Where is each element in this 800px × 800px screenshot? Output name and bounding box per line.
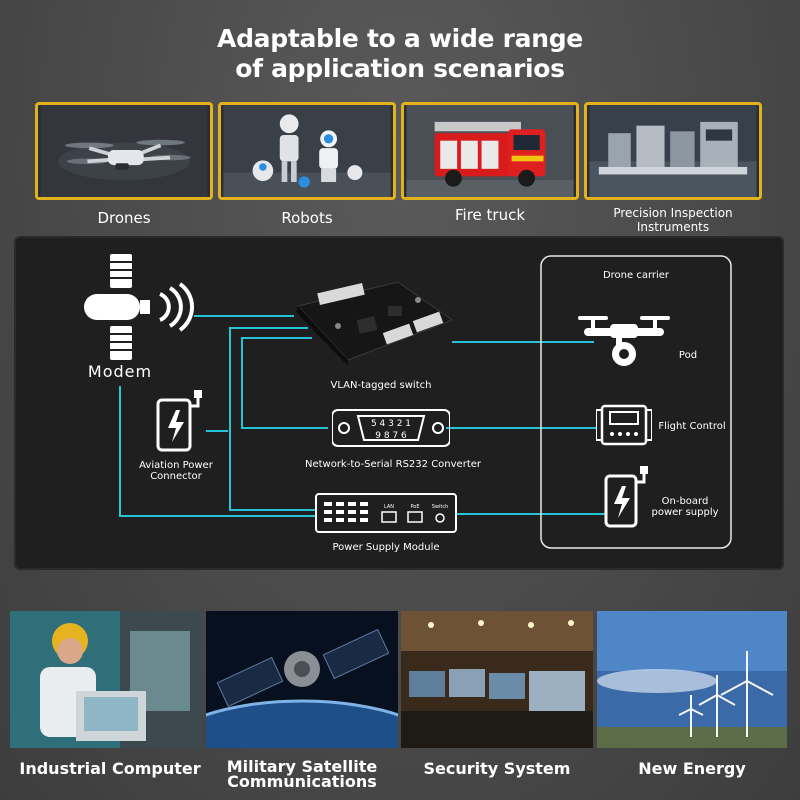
- page-title: Adaptable to a wide range of application…: [0, 24, 800, 84]
- bottom-label-security-system: Security System: [423, 759, 571, 778]
- onboard-power-supply-icon: [604, 466, 648, 528]
- scenario-label-drones: Drones: [97, 209, 151, 227]
- aviation-label-line2: Connector: [150, 471, 202, 482]
- satellite-photo: [206, 611, 398, 748]
- aviation-power-connector-icon: [156, 390, 202, 452]
- connection-diagram: Modem Aviation Power Connector VLAN-tagg…: [16, 238, 782, 568]
- psu-port-switch-label: Switch: [432, 504, 449, 510]
- bottom-label-industrial-computer: Industrial Computer: [19, 759, 201, 778]
- onboard-power-label: On-board power supply: [644, 496, 726, 518]
- scenario-label-fire-truck: Fire truck: [454, 206, 526, 224]
- new-energy-photo: [597, 611, 787, 748]
- db9-pins-top: 5 4 3 2 1: [371, 419, 411, 429]
- scenario-label-robots: Robots: [281, 209, 333, 227]
- pod-label: Pod: [678, 350, 698, 361]
- aviation-power-connector-label: Aviation Power Connector: [128, 460, 224, 482]
- robots-photo: [218, 102, 396, 200]
- db9-pins-bottom: 9 8 7 6: [375, 431, 407, 441]
- fire-truck-photo: [401, 102, 579, 200]
- flight-control-label: Flight Control: [658, 421, 726, 432]
- psu-port-lan-label: LAN: [384, 504, 394, 510]
- title-line-1: Adaptable to a wide range: [217, 24, 583, 53]
- vlan-switch-label: VLAN-tagged switch: [330, 380, 432, 391]
- scenario-label-precision-line1: Precision Inspection: [613, 206, 733, 220]
- connection-lines: [119, 255, 732, 549]
- drone-pod-icon: [578, 316, 670, 366]
- power-supply-module-label: Power Supply Module: [332, 542, 440, 553]
- power-supply-module-icon: LAN PoE Switch: [315, 493, 457, 533]
- onboard-power-line2: power supply: [651, 507, 719, 518]
- rs232-converter-icon: 5 4 3 2 1 9 8 7 6: [332, 409, 450, 447]
- aviation-label-line1: Aviation Power: [139, 460, 213, 471]
- scenario-label-precision-line2: Instruments: [636, 220, 710, 234]
- industrial-computer-photo: [10, 611, 202, 748]
- bottom-label-military-satellite: Military Satellite Communications: [206, 757, 398, 791]
- security-system-photo: [401, 611, 593, 748]
- drones-photo: [35, 102, 213, 200]
- title-line-2: of application scenarios: [235, 54, 565, 83]
- psu-port-poe-label: PoE: [410, 504, 419, 510]
- satellite-modem-icon: [84, 254, 194, 360]
- scenario-label-precision-inspection: Precision Inspection Instruments: [584, 206, 762, 234]
- modem-label: Modem: [87, 362, 153, 381]
- onboard-power-line1: On-board: [661, 496, 709, 507]
- vlan-switch-board: [296, 281, 454, 366]
- drone-carrier-label: Drone carrier: [602, 270, 670, 281]
- bottom-label-new-energy: New Energy: [638, 759, 746, 778]
- bottom-label-military-line2: Communications: [227, 772, 377, 791]
- flight-control-icon: [596, 404, 652, 446]
- inspection-instruments-photo: [584, 102, 762, 200]
- converter-label: Network-to-Serial RS232 Converter: [304, 459, 482, 470]
- bottom-label-military-line1: Military Satellite: [226, 757, 378, 776]
